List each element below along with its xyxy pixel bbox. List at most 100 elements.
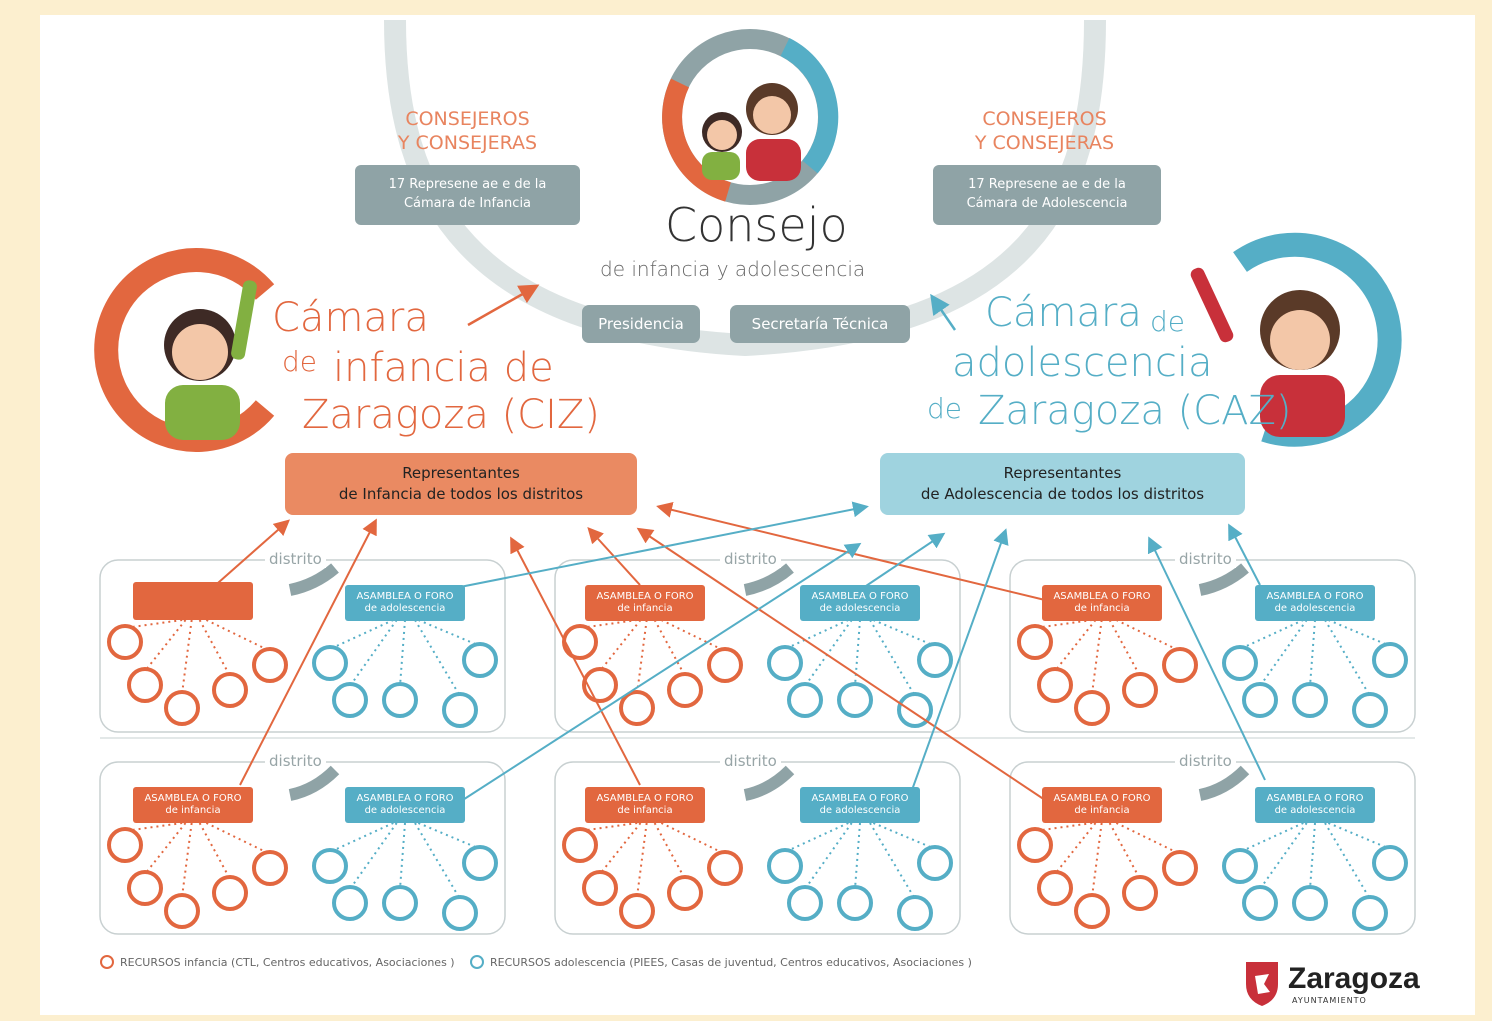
blue-resource-circle [917, 642, 953, 678]
asamblea-infancia-box: ASAMBLEA O FORO de infancia [585, 787, 705, 823]
blue-resource-circle [1372, 845, 1408, 881]
dotted-link [1115, 822, 1181, 855]
camara-adolescencia-de1: de [1150, 305, 1185, 338]
dotted-link [349, 619, 398, 687]
blue-resource-circle [1222, 645, 1258, 681]
blue-resource-circle [382, 682, 418, 718]
consejeros-left-box: 17 Represene ae e de la Cámara de Infanc… [355, 165, 580, 225]
dotted-link [1324, 822, 1371, 900]
district-label: distrito [265, 550, 326, 568]
dotted-link [869, 619, 916, 697]
asamblea-infancia-box: ASAMBLEA O FORO de infancia [133, 787, 253, 823]
dotted-link [854, 822, 861, 890]
dotted-link [1034, 619, 1093, 629]
blue-resource-circle [837, 885, 873, 921]
orange-resource-circle [252, 647, 288, 683]
asamblea-adolescencia-box: ASAMBLEA O FORO de adolescencia [800, 787, 920, 823]
dotted-link [660, 619, 726, 652]
blue-resource-circle [312, 848, 348, 884]
blue-resource-circle [787, 682, 823, 718]
asamblea-infancia-box: ASAMBLEA O FORO de infancia [1042, 787, 1162, 823]
asamblea-adolescencia-box: ASAMBLEA O FORO de adolescencia [345, 787, 465, 823]
orange-resource-circle [252, 850, 288, 886]
dotted-link [205, 619, 271, 652]
dotted-link [414, 619, 461, 697]
dotted-link [417, 822, 481, 850]
camara-adolescencia-line2: adolescencia [952, 340, 1213, 386]
dotted-link [1324, 619, 1371, 697]
dotted-link [144, 822, 187, 875]
orange-resource-circle [667, 672, 703, 708]
dotted-link [660, 822, 726, 855]
orange-resource-circle [1074, 690, 1110, 726]
orange-resource-circle [1162, 647, 1198, 683]
orange-resource-circle [107, 827, 143, 863]
dotted-link [399, 822, 406, 890]
dotted-link [1091, 822, 1103, 898]
orange-resource-circle [164, 690, 200, 726]
logo-name: Zaragoza [1288, 962, 1420, 995]
blue-ring-icon [470, 955, 484, 969]
dotted-link [804, 822, 853, 890]
orange-resource-circle [1122, 875, 1158, 911]
dotted-link [653, 822, 686, 880]
district-label: distrito [720, 752, 781, 770]
consejo-title: Consejo [665, 198, 848, 252]
dotted-link [1239, 822, 1304, 853]
representantes-infancia-box: Representantes de Infancia de todos los … [285, 453, 637, 515]
asamblea-adolescencia-box: ASAMBLEA O FORO de adolescencia [1255, 585, 1375, 621]
blue-resource-circle [442, 692, 478, 728]
blue-resource-circle [1352, 692, 1388, 728]
dotted-link [1239, 619, 1304, 650]
orange-resource-circle [107, 624, 143, 660]
consejeros-left-label: CONSEJEROS Y CONSEJERAS [397, 108, 538, 154]
dotted-link [1054, 822, 1097, 875]
blue-resource-circle [917, 845, 953, 881]
dotted-link [181, 822, 193, 898]
dotted-link [144, 619, 187, 672]
secretaria-pill: Secretaría Técnica [730, 305, 910, 343]
legend-adolescencia: RECURSOS adolescencia (PIEES, Casas de j… [470, 955, 972, 969]
orange-resource-circle [164, 893, 200, 929]
camara-adolescencia-avatar [1190, 232, 1402, 447]
presidencia-pill: Presidencia [582, 305, 700, 343]
dotted-link [1327, 619, 1391, 647]
blue-resource-circle [312, 645, 348, 681]
camara-infancia-avatar [94, 248, 275, 452]
district-label: distrito [720, 550, 781, 568]
camara-infancia-de: de [282, 345, 317, 378]
camara-adolescencia-line1: Cámara [985, 290, 1142, 336]
orange-resource-circle [707, 850, 743, 886]
dotted-link [124, 619, 183, 629]
dotted-link [205, 822, 271, 855]
asamblea-adolescencia-box: ASAMBLEA O FORO de adolescencia [345, 585, 465, 621]
representantes-adolescencia-box: Representantes de Adolescencia de todos … [880, 453, 1245, 515]
orange-resource-circle [1037, 667, 1073, 703]
dotted-link [181, 619, 193, 695]
blue-resource-circle [1372, 642, 1408, 678]
blue-resource-circle [1222, 848, 1258, 884]
legend-adolescencia-text: RECURSOS adolescencia (PIEES, Casas de j… [490, 955, 972, 969]
dotted-link [636, 619, 648, 695]
orange-resource-circle [127, 667, 163, 703]
asamblea-adolescencia-box: ASAMBLEA O FORO de adolescencia [800, 585, 920, 621]
dotted-link [1115, 619, 1181, 652]
consejo-avatar [662, 29, 839, 205]
orange-resource-circle [127, 870, 163, 906]
orange-resource-circle [1122, 672, 1158, 708]
consejeros-right-box: 17 Represene ae e de la Cámara de Adoles… [933, 165, 1161, 225]
dotted-link [198, 822, 231, 880]
orange-resource-circle [1037, 870, 1073, 906]
diagram-panel [40, 15, 1475, 1015]
dotted-link [417, 619, 481, 647]
dotted-link [1108, 822, 1141, 880]
blue-resource-circle [462, 845, 498, 881]
blue-resource-circle [1292, 885, 1328, 921]
orange-ring-icon [100, 955, 114, 969]
dotted-link [872, 822, 936, 850]
orange-resource-circle [1017, 827, 1053, 863]
blue-resource-circle [442, 895, 478, 931]
orange-resource-circle [619, 893, 655, 929]
orange-resource-circle [1162, 850, 1198, 886]
